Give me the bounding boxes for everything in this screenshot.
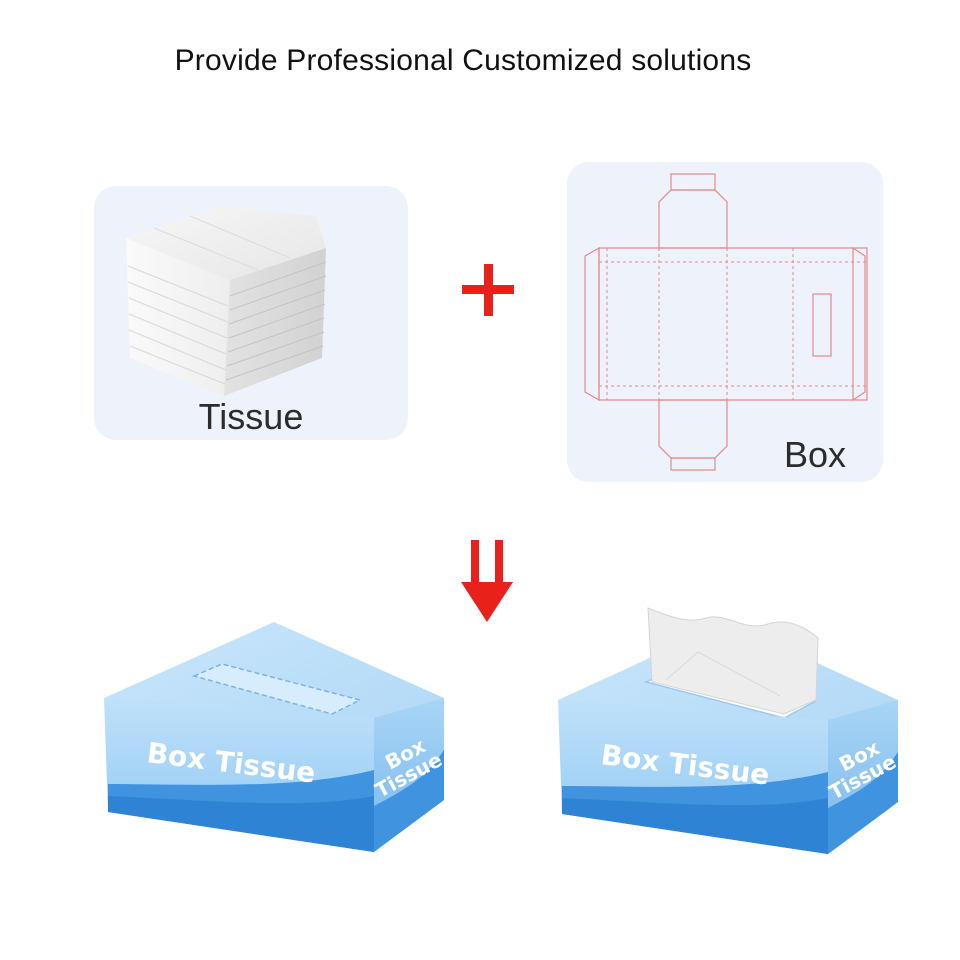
box-dieline-panel: Box <box>567 162 883 482</box>
tissue-label: Tissue <box>198 396 304 437</box>
double-down-arrow-icon <box>461 540 513 622</box>
box-label: Box <box>784 434 847 475</box>
closed-tissue-box-image: Box Tissue Box Tissue <box>104 622 446 852</box>
page-headline: Provide Professional Customized solution… <box>174 44 752 77</box>
open-tissue-box-image: Box Tissue Box Tissue <box>558 607 900 854</box>
plus-icon <box>462 264 514 316</box>
tissue-stack-image <box>126 206 327 396</box>
box-dieline-image <box>584 173 868 471</box>
tissue-panel: Tissue <box>94 186 408 440</box>
